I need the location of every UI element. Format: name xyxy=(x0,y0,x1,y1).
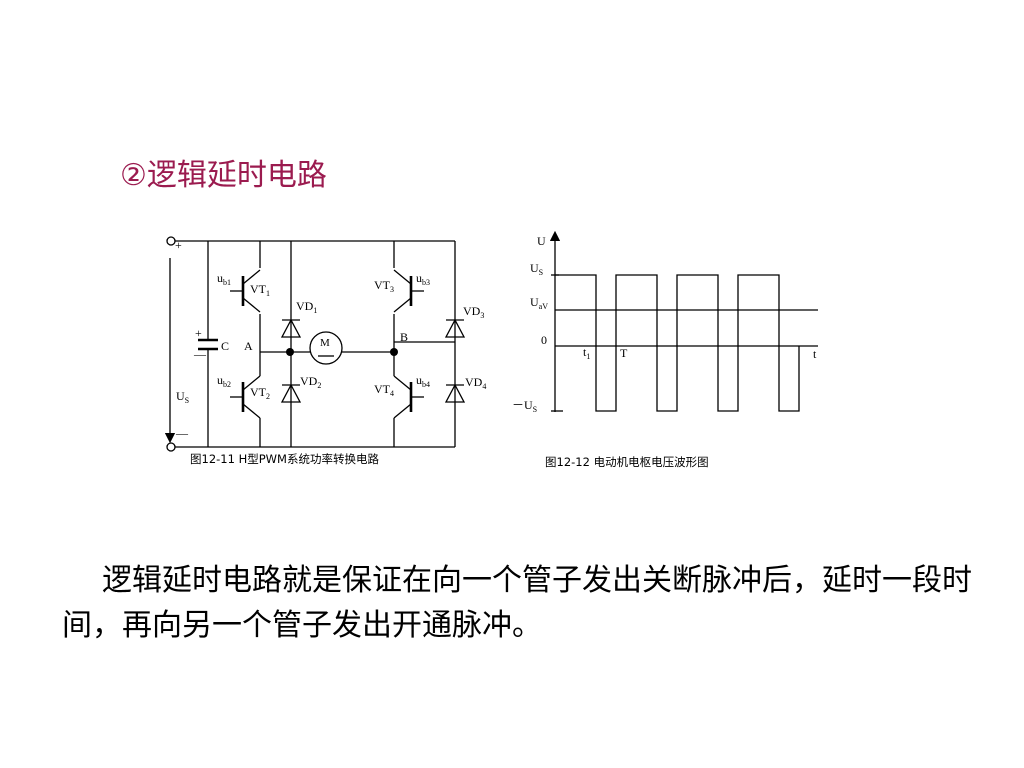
t-axis-label: t xyxy=(813,347,817,361)
transistor-vt1 xyxy=(230,269,261,313)
period-label: T xyxy=(620,346,628,360)
supply-voltage-label: US xyxy=(176,389,189,405)
circuit-caption: 图12-11 H型PWM系统功率转换电路 xyxy=(190,452,379,466)
junction-dot xyxy=(286,348,294,356)
vd3-label: VD3 xyxy=(463,304,484,320)
plus-label: + xyxy=(175,238,182,252)
h-bridge-circuit: + — + — C US A B M ub1 VT1 ub2 VT2 ub3 V… xyxy=(164,236,486,466)
diode-vd3 xyxy=(444,318,466,338)
t1-label: t1 xyxy=(583,345,590,361)
armature-voltage-waveform xyxy=(555,274,800,412)
motor-symbol xyxy=(309,331,343,365)
negative-us-label: －US xyxy=(512,398,537,414)
minus-label: — xyxy=(175,426,189,440)
transistor-vt3 xyxy=(393,269,424,313)
vt4-label: VT4 xyxy=(374,382,394,398)
us-label: US xyxy=(530,261,543,277)
vt2-label: VT2 xyxy=(250,385,270,401)
diode-vd4 xyxy=(444,383,466,403)
diode-vd1 xyxy=(280,318,302,338)
vd4-label: VD4 xyxy=(465,375,486,391)
waveform-diagram: U US UaV 0 －US t1 T t 图12-12 电动机电枢电压波形图 xyxy=(512,230,818,469)
vt1-label: VT1 xyxy=(250,282,270,298)
cap-minus-label: — xyxy=(193,347,207,361)
ub1-label: ub1 xyxy=(217,271,231,287)
node-b-label: B xyxy=(400,330,408,344)
diode-vd2 xyxy=(280,383,302,403)
negative-terminal xyxy=(166,442,176,452)
vd2-label: VD2 xyxy=(300,374,321,390)
vd1-label: VD1 xyxy=(296,299,317,315)
cap-plus-label: + xyxy=(195,326,202,340)
zero-label: 0 xyxy=(541,333,547,347)
node-a-label: A xyxy=(244,339,253,353)
waveform-caption: 图12-12 电动机电枢电压波形图 xyxy=(545,455,709,469)
body-paragraph: 逻辑延时电路就是保证在向一个管子发出关断脉冲后，延时一段时间，再向另一个管子发出… xyxy=(62,563,972,643)
ub2-label: ub2 xyxy=(217,373,231,389)
transistor-vt2 xyxy=(230,375,261,419)
junction-dot xyxy=(390,348,398,356)
ub3-label: ub3 xyxy=(416,271,430,287)
positive-terminal xyxy=(166,236,176,246)
capacitor-label: C xyxy=(221,339,229,353)
u-axis-label: U xyxy=(537,234,546,248)
slide-heading: ②逻辑延时电路 xyxy=(120,158,327,193)
uav-label: UaV xyxy=(530,295,548,311)
motor-label: M xyxy=(320,337,330,349)
transistor-vt4 xyxy=(393,375,424,419)
vt3-label: VT3 xyxy=(374,278,394,294)
ub4-label: ub4 xyxy=(416,373,430,389)
